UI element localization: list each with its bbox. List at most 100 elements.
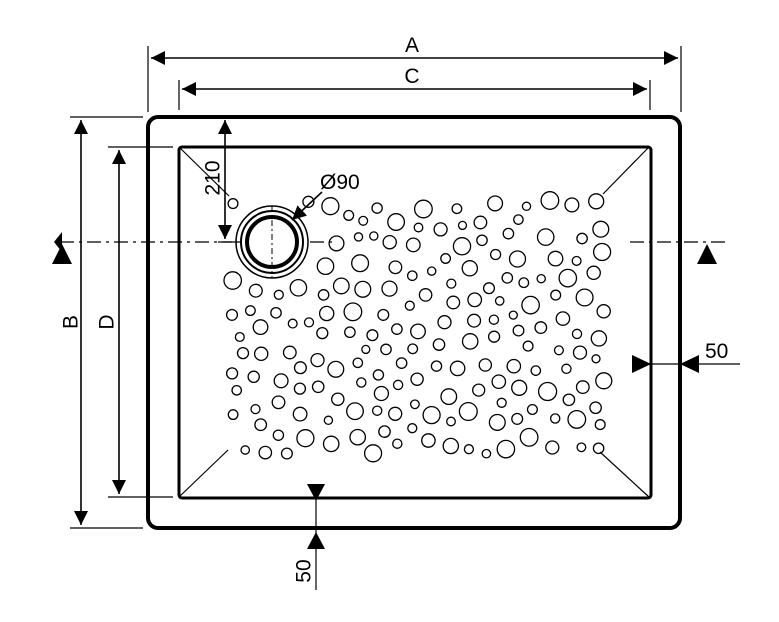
anti-slip-dot [231,384,243,396]
dimension-drain-offset [218,120,242,243]
anti-slip-dot [388,406,403,421]
anti-slip-dot [586,265,601,281]
anti-slip-dot [519,427,539,447]
anti-slip-dot [592,242,612,262]
anti-slip-dot [344,326,356,339]
anti-slip-dot [316,326,329,340]
anti-slip-dot [343,302,363,322]
anti-slip-dot [487,330,501,343]
anti-slip-dot [549,413,561,424]
tray-inner-basin [177,145,653,500]
anti-slip-dot [332,277,350,295]
anti-slip-dot [253,346,269,362]
anti-slip-dot [371,405,383,416]
dimension-b-label: B [60,315,83,329]
anti-slip-dot [530,365,542,376]
anti-slip-dot [564,197,580,213]
center-mark-left [54,232,62,252]
anti-slip-dot [361,344,371,355]
anti-slip-dot [406,270,418,282]
anti-slip-dot [592,220,610,238]
anti-slip-dot [225,308,239,321]
anti-slip-dot [589,401,602,415]
drain [235,205,309,279]
anti-slip-dot [575,380,590,395]
anti-slip-dot [472,383,486,397]
anti-slip-dot [433,222,448,237]
anti-slip-dot [488,413,506,431]
anti-slip-dot [380,343,392,356]
anti-slip-dot [463,444,475,455]
anti-slip-dot [440,253,452,264]
anti-slip-dot [373,385,390,402]
anti-slip-dot [413,199,433,219]
anti-slip-dot [592,442,605,455]
tray-outer-rim [146,115,682,530]
anti-slip-dot [321,197,340,216]
anti-slip-dot [561,363,572,375]
anti-slip-dot [567,409,587,429]
anti-slip-dot [506,358,522,374]
drain-diameter-label: Ø90 [320,171,360,194]
side-margin-arrow-left [632,355,651,373]
anti-slip-dot [550,289,562,301]
anti-slip-dot [250,403,261,415]
anti-slip-dot [418,288,433,302]
anti-slip-dot [449,360,466,377]
anti-slip-dot [323,415,334,426]
anti-slip-dot [327,360,345,378]
anti-slip-dot [272,429,285,441]
dimension-c-label: C [404,65,419,88]
anti-slip-dot [452,237,472,256]
anti-slip-dot [553,345,564,356]
anti-slip-dot [346,402,364,421]
anti-slip-dot [426,266,437,276]
anti-slip-dot [595,372,613,390]
anti-slip-dot [511,412,524,425]
anti-slip-dot [410,323,426,340]
dimension-side-margin-label: 50 [705,340,728,363]
anti-slip-dot [571,255,582,266]
anti-slip-dot [244,305,256,317]
anti-slip-dot [446,278,457,289]
anti-slip-dot [287,318,298,329]
anti-slip-dot [331,392,345,406]
anti-slip-dot [488,314,500,325]
anti-slip-dot [372,369,385,381]
anti-slip-dot [576,232,588,245]
bottom-margin-arrow-top [307,484,325,501]
anti-slip-dot [223,271,243,290]
anti-slip-dot [363,444,383,463]
anti-slip-dot [317,289,330,301]
anti-slip-dot [478,358,493,372]
anti-slip-dot [540,191,560,210]
anti-slip-dot [476,234,488,247]
anti-slip-dot [366,329,379,342]
anti-slip-dot [289,278,308,297]
anti-slip-dot [413,222,424,233]
anti-slip-dot [518,277,530,289]
anti-slip-dot [422,405,441,425]
anti-slip-dot [407,343,419,355]
anti-slip-dot [358,215,369,226]
anti-slip-dot [547,250,564,267]
dimension-a [147,46,682,112]
anti-slip-dot [457,220,468,231]
anti-slip-dot [248,283,263,298]
anti-slip-dot [502,227,515,240]
anti-slip-dot [513,214,524,225]
anti-slip-dot [296,429,315,448]
dimension-d-label: D [96,314,119,329]
bottom-margin-arrow-bottom [307,532,325,549]
anti-slip-dot [536,228,555,246]
anti-slip-dot [382,234,397,250]
anti-slip-dot [271,395,286,410]
anti-slip-dot [591,354,601,364]
anti-slip-dot [371,202,383,214]
anti-slip-dot [432,338,446,351]
anti-slip-dot [575,288,594,307]
anti-slip-dot [458,401,478,422]
anti-slip-dot [240,445,251,455]
anti-slip-dot [461,333,479,350]
anti-slip-dot [227,409,239,421]
